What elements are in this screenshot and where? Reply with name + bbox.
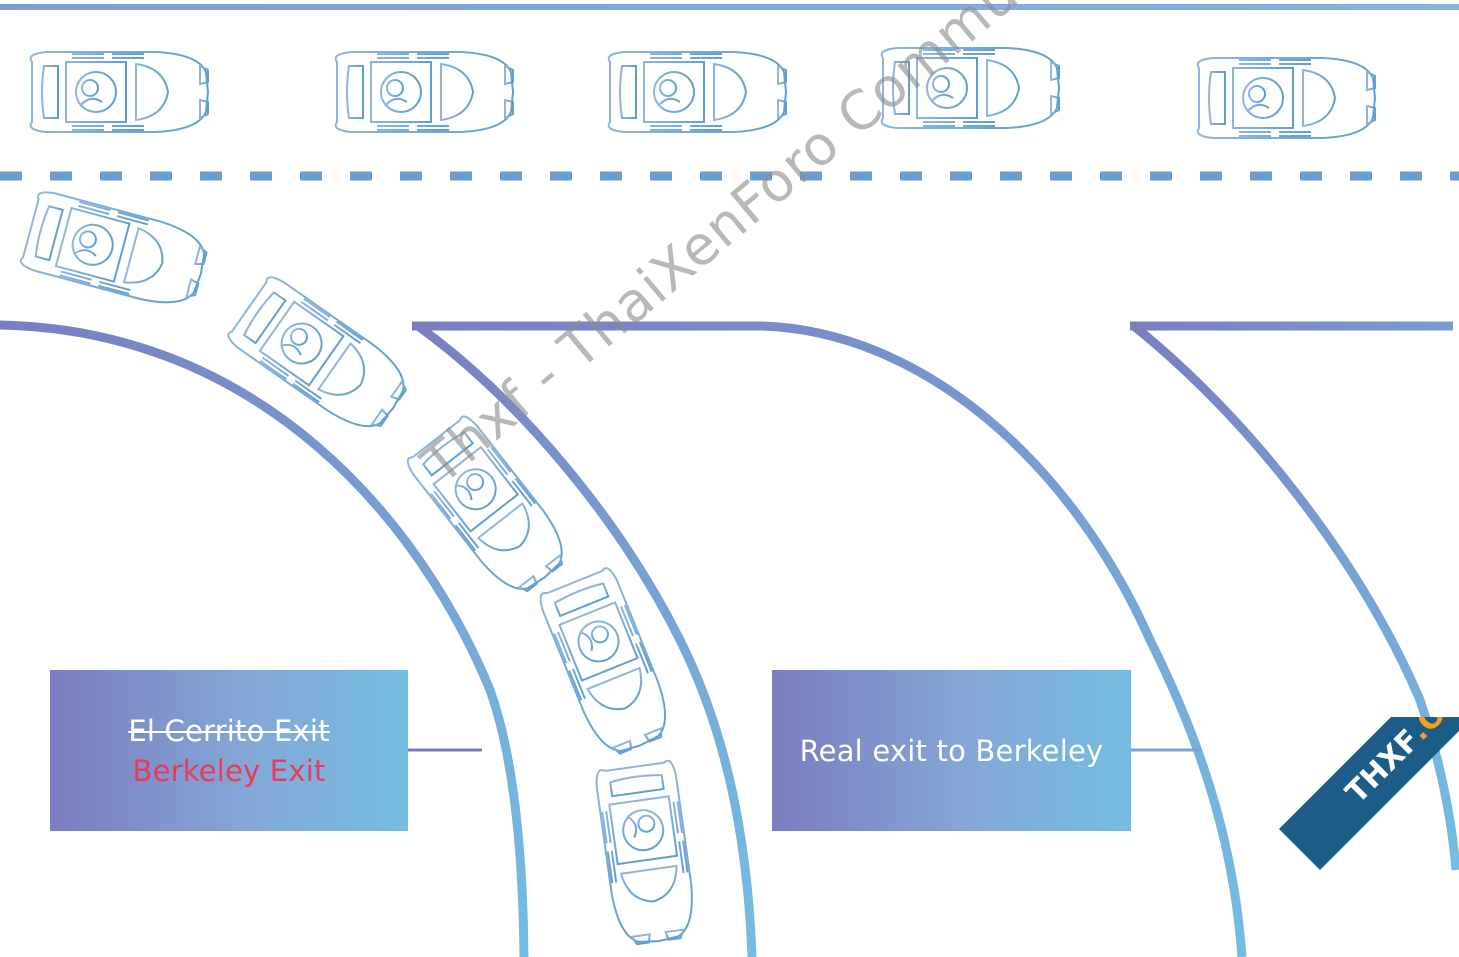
car-topview-icon bbox=[1196, 57, 1376, 139]
badge-band: THXF.ORG bbox=[1279, 717, 1459, 871]
exit-ramp-top-edge bbox=[412, 321, 1247, 957]
car-topview-icon bbox=[607, 51, 787, 133]
car-topview-icon bbox=[224, 272, 418, 442]
car-topview-icon bbox=[593, 758, 700, 948]
car-topview-icon bbox=[18, 188, 213, 314]
car-topview-icon bbox=[29, 51, 209, 133]
real-exit-label: Real exit to Berkeley bbox=[799, 733, 1104, 768]
exit-ramp-inner-edge bbox=[415, 322, 757, 957]
road-edge-top bbox=[0, 4, 1459, 10]
exit-sign-left: El Cerrito Exit Berkeley Exit bbox=[50, 670, 408, 831]
far-right-ramp-edge bbox=[1130, 321, 1459, 871]
road-edge-left-curve bbox=[0, 320, 529, 957]
corrected-exit-label: Berkeley Exit bbox=[132, 753, 326, 788]
site-badge: THXF.ORG bbox=[1219, 717, 1459, 957]
exit-sign-right: Real exit to Berkeley bbox=[772, 670, 1131, 831]
car-topview-icon bbox=[334, 51, 514, 133]
crossed-out-exit-label: El Cerrito Exit bbox=[128, 713, 330, 748]
badge-thxf-text: THXF bbox=[1338, 722, 1427, 811]
